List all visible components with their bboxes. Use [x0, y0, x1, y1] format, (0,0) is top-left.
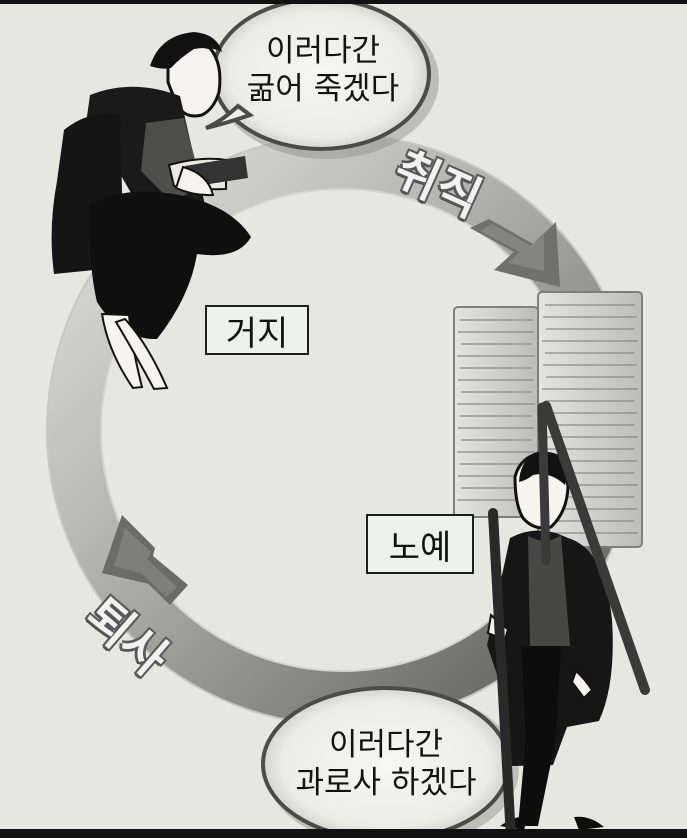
top-arrow	[470, 219, 560, 287]
top-bubble-text: 이러다간 굶어 죽겠다	[208, 33, 438, 109]
beggar-character	[51, 32, 252, 391]
top-bubble-line-2: 굶어 죽겠다	[246, 70, 400, 107]
slave-label: 노예	[388, 527, 452, 568]
beggar-label-box: 거지	[205, 305, 309, 355]
bottom-bubble-line-2: 과로사 하겠다	[295, 764, 477, 801]
top-bubble-line-1: 이러다간	[265, 33, 381, 69]
beggar-label: 거지	[225, 313, 289, 354]
carrying-poles	[488, 401, 650, 838]
bottom-border	[0, 829, 687, 838]
top-border	[0, 0, 687, 4]
slave-character	[486, 450, 613, 830]
bottom-speech-bubble	[261, 686, 519, 838]
bottom-bubble-text: 이러다간 과로사 하겠다	[271, 727, 501, 803]
bottom-bubble-line-1: 이러다간	[328, 727, 444, 763]
top-speech-bubble	[205, 0, 439, 159]
slave-label-box: 노예	[366, 514, 474, 574]
bottom-arrow	[102, 515, 188, 605]
